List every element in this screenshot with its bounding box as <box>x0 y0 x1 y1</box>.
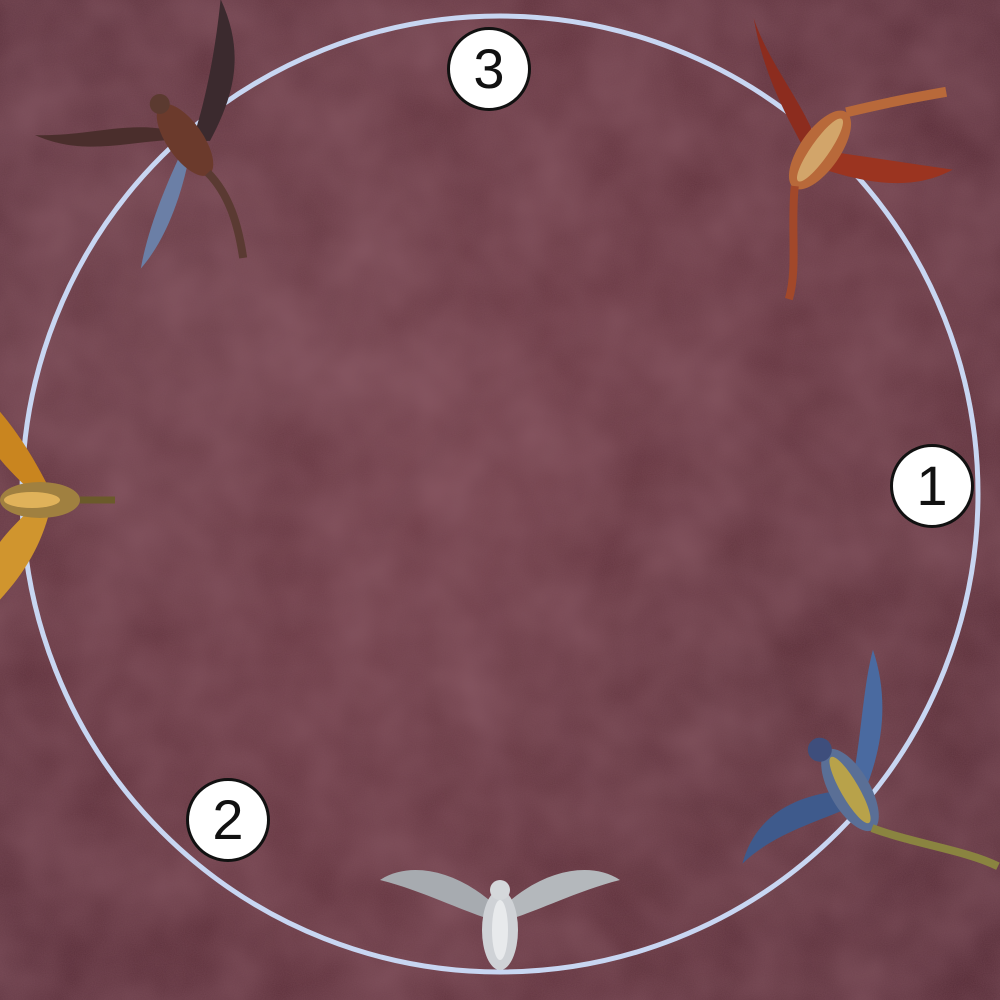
waymark-2: 2 <box>186 778 270 862</box>
golden-dragon-icon <box>0 390 115 610</box>
waymark-3: 3 <box>447 27 531 111</box>
red-dragon-icon <box>753 18 953 301</box>
dark-brown-dragon-icon <box>35 0 248 269</box>
blue-dragon-icon <box>742 649 1000 870</box>
waymark-1: 1 <box>890 444 974 528</box>
silver-dragon-icon <box>380 870 620 970</box>
